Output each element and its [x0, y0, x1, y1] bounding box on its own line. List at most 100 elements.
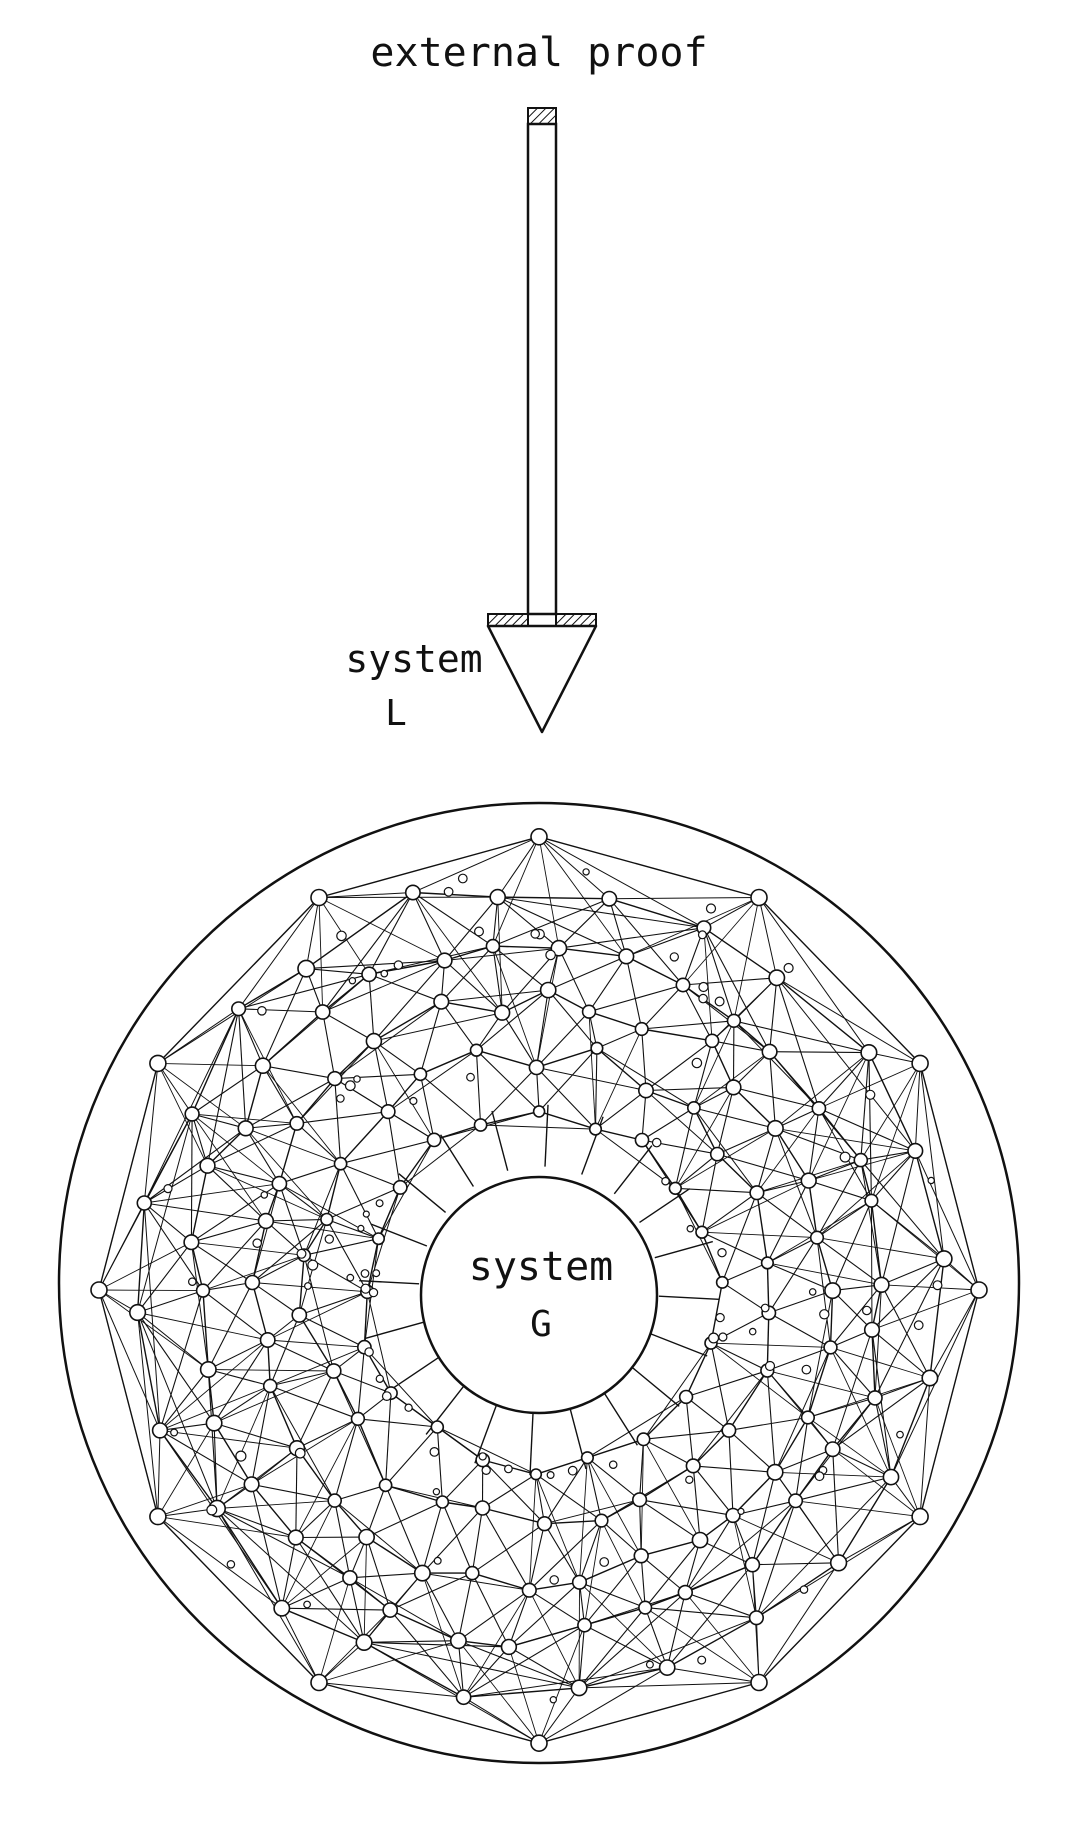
- network-node: [381, 1105, 395, 1119]
- network-node-small: [933, 1281, 942, 1290]
- network-edge: [191, 1166, 207, 1243]
- network-node-small: [376, 1200, 383, 1207]
- network-edge: [767, 1263, 832, 1291]
- network-node: [394, 1181, 407, 1194]
- network-edge: [335, 1074, 421, 1078]
- network-node: [692, 1533, 707, 1548]
- network-edge: [585, 1521, 602, 1626]
- network-edge: [160, 1430, 217, 1508]
- network-edge: [683, 898, 759, 986]
- network-edge: [711, 1343, 767, 1371]
- network-node: [912, 1509, 928, 1525]
- network-edge: [704, 928, 777, 978]
- network-edge: [767, 1371, 775, 1473]
- network-node: [436, 1496, 448, 1508]
- network-edge: [831, 1347, 892, 1477]
- network-node: [534, 1106, 545, 1117]
- network-edge: [872, 1259, 944, 1330]
- network-edge: [833, 1449, 891, 1477]
- network-node-small: [550, 1576, 558, 1584]
- network-edge: [138, 1114, 193, 1313]
- network-edge: [158, 1423, 214, 1517]
- network-node: [321, 1214, 333, 1226]
- network-node-small: [358, 1225, 364, 1231]
- network-node: [728, 1014, 741, 1027]
- network-node-small: [802, 1365, 811, 1374]
- network-edge: [717, 1128, 775, 1154]
- network-node: [750, 1186, 764, 1200]
- network-edge: [930, 1259, 944, 1378]
- network-edge: [217, 1501, 335, 1509]
- network-edge: [545, 1458, 588, 1524]
- network-edge: [530, 1413, 533, 1475]
- network-node: [583, 1005, 596, 1018]
- network-node-small: [459, 874, 468, 883]
- network-node: [582, 1452, 594, 1464]
- network-node: [696, 1226, 708, 1238]
- network-node: [366, 1034, 381, 1049]
- network-edge: [686, 1343, 711, 1397]
- network-edge: [99, 1063, 158, 1290]
- network-edge: [559, 928, 704, 948]
- network-edge: [441, 1135, 474, 1187]
- network-edge: [767, 1238, 817, 1263]
- network-node-small: [349, 978, 355, 984]
- network-edge: [626, 898, 759, 957]
- network-node-small: [600, 1558, 609, 1567]
- network-edge: [722, 1193, 757, 1283]
- network-node: [865, 1194, 878, 1207]
- network-node-small: [568, 1466, 577, 1475]
- network-node-small: [692, 1058, 701, 1067]
- network-edge: [559, 948, 589, 1012]
- network-node-small: [698, 1656, 706, 1664]
- network-edge: [579, 1625, 584, 1688]
- network-node-small: [686, 1476, 693, 1483]
- network-edge: [319, 837, 539, 898]
- network-edge: [386, 1427, 438, 1485]
- network-edge: [390, 1573, 472, 1610]
- network-node: [531, 1735, 547, 1751]
- network-node-small: [337, 931, 346, 940]
- network-edge: [536, 1474, 602, 1520]
- network-node: [688, 1102, 700, 1114]
- network-edge: [683, 985, 712, 1041]
- network-node-small: [479, 1453, 486, 1460]
- network-edge: [729, 1371, 767, 1431]
- network-node: [343, 1571, 357, 1585]
- network-edge: [306, 969, 369, 975]
- network-edge: [208, 1283, 252, 1370]
- network-node: [811, 1231, 824, 1244]
- network-node-small: [715, 997, 724, 1006]
- network-node: [292, 1308, 306, 1322]
- network-edge: [759, 1563, 839, 1683]
- network-edge: [702, 1232, 817, 1237]
- network-node-small: [369, 1289, 377, 1297]
- network-edge: [388, 1358, 438, 1392]
- network-edge: [341, 1164, 401, 1188]
- network-node-small: [405, 1404, 412, 1411]
- network-edge: [208, 1370, 217, 1509]
- network-edge: [481, 1067, 537, 1125]
- network-node: [185, 1107, 199, 1121]
- network-node-small: [434, 1557, 441, 1564]
- network-edge: [472, 1524, 544, 1573]
- external-proof-label: external proof: [370, 30, 707, 76]
- network-edge: [282, 1608, 319, 1682]
- network-node: [639, 1601, 652, 1614]
- network-edge: [734, 1087, 819, 1108]
- network-node: [854, 1154, 867, 1167]
- network-node: [762, 1257, 774, 1269]
- network-node: [380, 1479, 392, 1491]
- network-edge: [642, 1029, 712, 1041]
- network-node-small: [687, 1226, 693, 1232]
- network-node: [637, 1433, 649, 1445]
- network-edge: [756, 1501, 795, 1618]
- network-edge: [642, 1029, 646, 1091]
- network-node-small: [394, 961, 402, 969]
- network-node-small: [699, 983, 708, 992]
- network-edge: [529, 1474, 536, 1590]
- network-edge: [138, 1203, 145, 1313]
- network-edge: [282, 1608, 364, 1642]
- network-edge: [831, 1347, 930, 1378]
- network-edge: [872, 1330, 930, 1378]
